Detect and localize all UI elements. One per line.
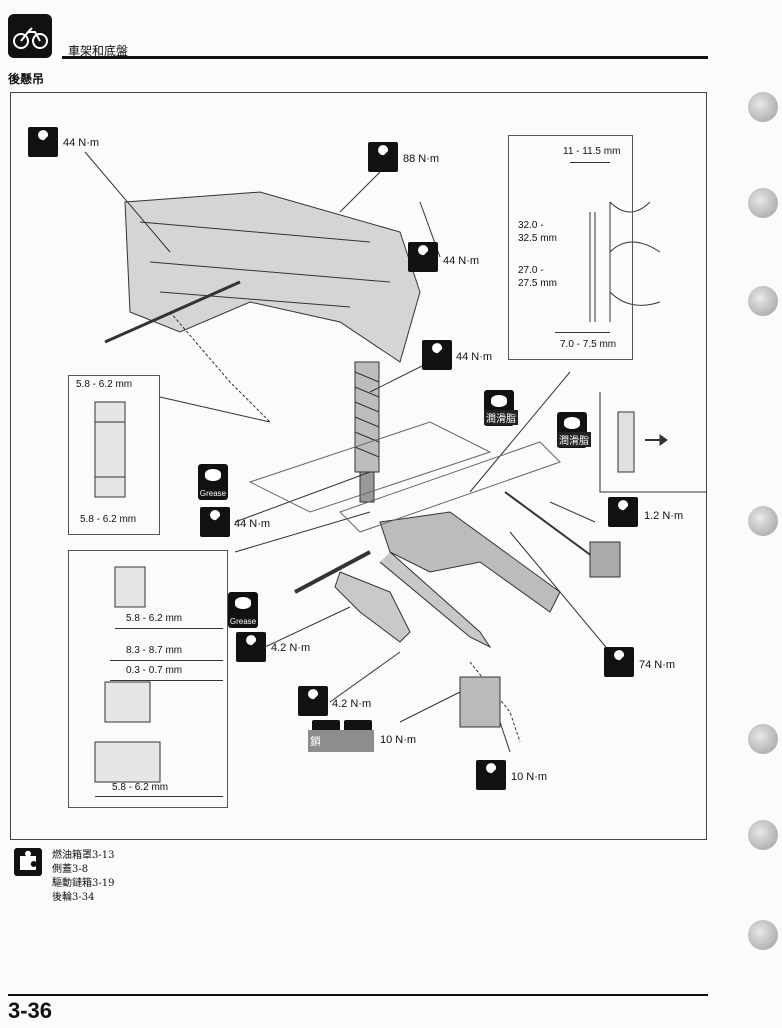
wrench-icon bbox=[368, 142, 398, 172]
torque-label: 10 N·m bbox=[380, 734, 417, 746]
dimension-label: 27.5 mm bbox=[518, 278, 557, 289]
lock-label: 鎖 bbox=[310, 736, 321, 748]
chapter-tab bbox=[748, 92, 778, 122]
inset-box-left-lower bbox=[68, 550, 228, 808]
suspension-illustration bbox=[84, 151, 707, 783]
dimension-label: 5.8 - 6.2 mm bbox=[126, 613, 183, 624]
torque-label: 10 N·m bbox=[511, 771, 548, 783]
puzzle-icon bbox=[14, 848, 42, 876]
dimension-label: 7.0 - 7.5 mm bbox=[560, 339, 617, 350]
section-title: 後懸吊 bbox=[8, 72, 45, 86]
dimension-line bbox=[95, 796, 223, 797]
dimension-line bbox=[555, 332, 610, 333]
chapter-tab bbox=[748, 820, 778, 850]
wrench-icon bbox=[608, 497, 638, 527]
dimension-line bbox=[110, 660, 223, 661]
torque-label: 4.2 N·m bbox=[271, 642, 311, 654]
page-number: 3-36 bbox=[8, 998, 53, 1023]
wrench-icon bbox=[476, 760, 506, 790]
chapter-tab bbox=[748, 724, 778, 754]
dimension-label: 5.8 - 6.2 mm bbox=[112, 782, 169, 793]
wrench-icon bbox=[236, 632, 266, 662]
motorcycle-icon bbox=[8, 14, 52, 58]
dimension-label: 27.0 - bbox=[518, 265, 544, 276]
wrench-icon bbox=[200, 507, 230, 537]
torque-label: 44 N·m bbox=[63, 137, 100, 149]
grease-can-icon: Grease bbox=[198, 464, 228, 500]
lube-label: 潤滑脂 bbox=[484, 410, 518, 425]
diagram-frame bbox=[10, 92, 707, 840]
lube-label: 潤滑脂 bbox=[557, 432, 591, 447]
reference-item[interactable]: 燃油箱罩3-13 bbox=[52, 850, 115, 861]
torque-label: 1.2 N·m bbox=[644, 510, 684, 522]
inset-box-left-upper bbox=[68, 375, 160, 535]
dimension-label: 11 - 11.5 mm bbox=[563, 146, 621, 157]
grease-can-icon: Grease bbox=[228, 592, 258, 628]
reference-item[interactable]: 側蓋3-8 bbox=[52, 864, 89, 875]
dimension-label: 0.3 - 0.7 mm bbox=[126, 665, 183, 676]
dimension-label: 32.0 - bbox=[518, 220, 544, 231]
dimension-line bbox=[110, 680, 223, 681]
wrench-icon bbox=[28, 127, 58, 157]
torque-label: 74 N·m bbox=[639, 659, 676, 671]
torque-label: 88 N·m bbox=[403, 153, 440, 165]
chapter-tab bbox=[748, 506, 778, 536]
torque-label: 4.2 N·m bbox=[332, 698, 372, 710]
dimension-label: 32.5 mm bbox=[518, 233, 557, 244]
dimension-label: 5.8 - 6.2 mm bbox=[76, 379, 133, 390]
torque-label: 44 N·m bbox=[234, 518, 271, 530]
redacted-block bbox=[308, 730, 374, 752]
chapter-tab bbox=[748, 920, 778, 950]
grease-label: Grease bbox=[229, 617, 257, 626]
dimension-line bbox=[570, 162, 610, 163]
exploded-diagram: 44 N·m 88 N·m 44 N·m 44 N·m 44 N·m 1.2 N… bbox=[10, 92, 707, 840]
reference-item[interactable]: 後輪3-34 bbox=[52, 892, 95, 903]
chapter-tab bbox=[748, 286, 778, 316]
wrench-icon bbox=[408, 242, 438, 272]
dimension-label: 5.8 - 6.2 mm bbox=[80, 514, 137, 525]
footer-rule bbox=[8, 994, 708, 996]
wrench-icon bbox=[422, 340, 452, 370]
torque-label: 44 N·m bbox=[443, 255, 480, 267]
dimension-label: 8.3 - 8.7 mm bbox=[126, 645, 183, 656]
dimension-line bbox=[115, 628, 223, 629]
grease-label: Grease bbox=[199, 489, 227, 498]
wrench-icon bbox=[298, 686, 328, 716]
header-rule bbox=[62, 56, 708, 59]
inset-box-right bbox=[508, 135, 633, 360]
chapter-title: 車架和底盤 bbox=[68, 44, 129, 58]
torque-label: 44 N·m bbox=[456, 351, 493, 363]
wrench-icon bbox=[604, 647, 634, 677]
chapter-tab bbox=[748, 188, 778, 218]
reference-item[interactable]: 驅動鏈箱3-19 bbox=[52, 878, 115, 889]
